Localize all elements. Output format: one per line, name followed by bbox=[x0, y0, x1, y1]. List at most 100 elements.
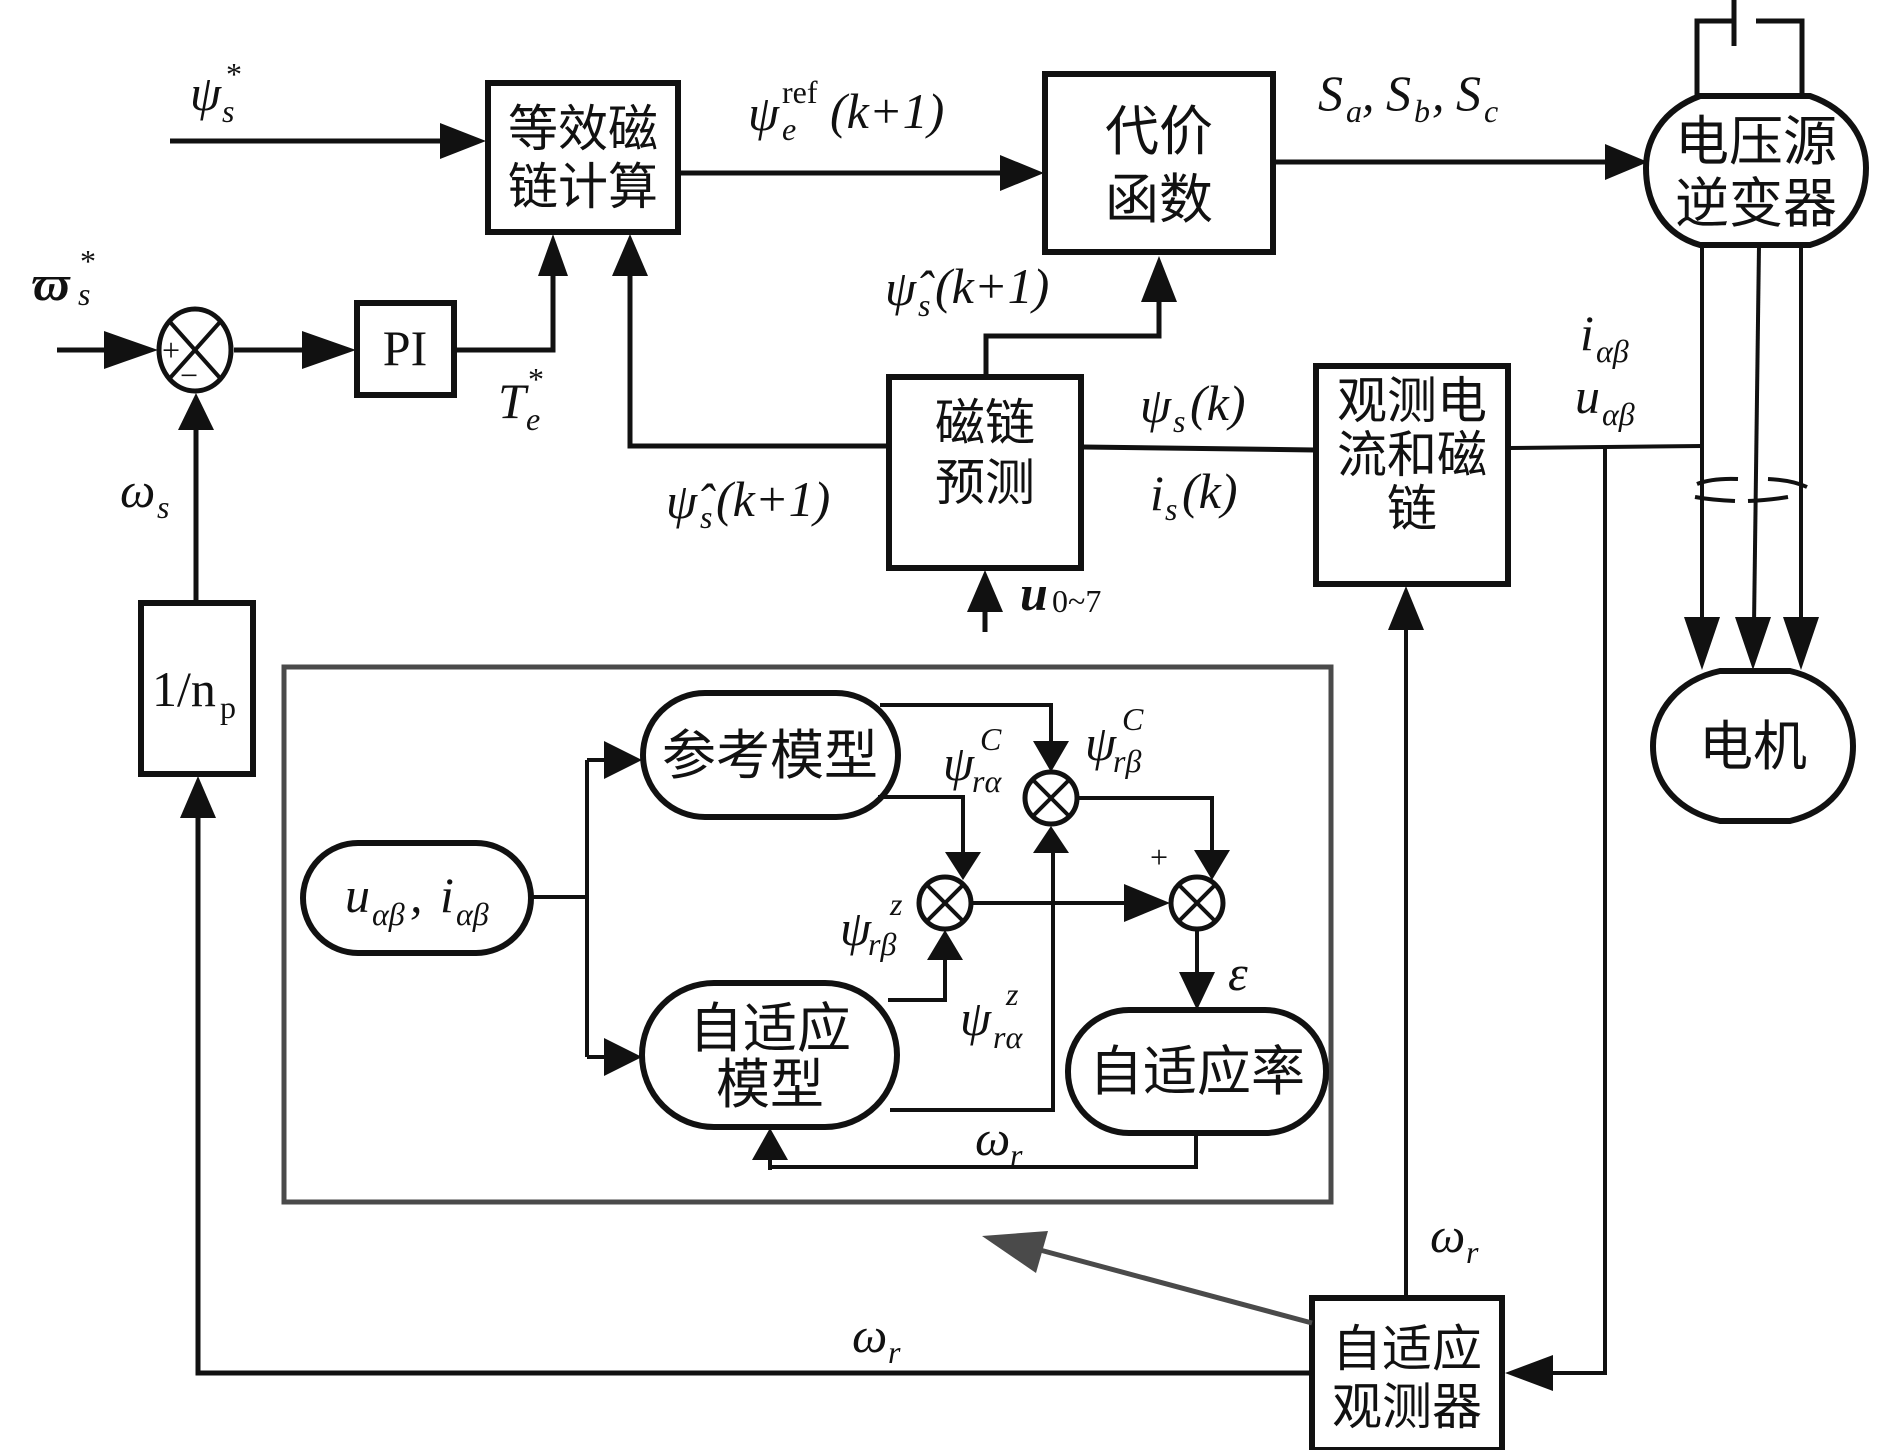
svg-text:自适应率: 自适应率 bbox=[1089, 1040, 1305, 1103]
svg-text:e: e bbox=[526, 401, 540, 437]
epsilon-signal: ε bbox=[1179, 930, 1248, 1010]
psi-ra-c-signal: ψ rα C bbox=[880, 703, 1069, 799]
svg-text:观测电: 观测电 bbox=[1337, 372, 1487, 430]
svg-text:S: S bbox=[1456, 65, 1481, 121]
arrowhead-icon bbox=[1388, 586, 1424, 630]
svg-text:s: s bbox=[700, 499, 712, 535]
pi-controller-block[interactable]: PI bbox=[354, 300, 457, 398]
svg-text:,: , bbox=[1432, 65, 1445, 121]
svg-text:0~7: 0~7 bbox=[1052, 583, 1101, 619]
arrowhead-icon bbox=[604, 741, 642, 779]
svg-text:代价: 代价 bbox=[1105, 100, 1213, 163]
svg-text:*: * bbox=[80, 243, 96, 279]
svg-text:rβ: rβ bbox=[1113, 743, 1141, 779]
svg-text:ψ: ψ bbox=[748, 85, 780, 141]
voltage-source-inverter-block[interactable]: 电压源 逆变器 bbox=[1642, 93, 1870, 248]
svg-text:c: c bbox=[1484, 93, 1498, 129]
arrowhead-icon bbox=[1033, 741, 1069, 772]
svg-text:,: , bbox=[1362, 65, 1375, 121]
te-star-signal: T e * bbox=[456, 234, 568, 437]
svg-text:a: a bbox=[1346, 93, 1362, 129]
svg-text:+: + bbox=[1150, 839, 1168, 875]
adaptive-observer-block[interactable]: 自适应 观测器 bbox=[1309, 1295, 1505, 1450]
svg-text:αβ: αβ bbox=[1602, 396, 1635, 432]
svg-text:i: i bbox=[1150, 465, 1164, 521]
m2-to-m3-signal: + bbox=[1078, 796, 1230, 880]
svg-text:函数: 函数 bbox=[1105, 168, 1213, 231]
svg-text:电机: 电机 bbox=[1699, 715, 1807, 778]
arrowhead-icon bbox=[945, 852, 981, 880]
svg-text:C: C bbox=[980, 721, 1002, 757]
svg-text:S: S bbox=[1318, 65, 1343, 121]
svg-text:ω: ω bbox=[120, 462, 155, 518]
inputs-pill[interactable]: u αβ , i αβ bbox=[300, 840, 534, 956]
equivalent-flux-calculation-block[interactable]: 等效磁 链计算 bbox=[485, 80, 681, 235]
current-flux-observation-block[interactable]: 观测电 流和磁 链 bbox=[1313, 363, 1511, 587]
svg-text:αβ: αβ bbox=[1596, 333, 1629, 369]
arrowhead-icon bbox=[752, 1128, 788, 1160]
svg-text:ε: ε bbox=[1228, 945, 1248, 1001]
svg-text:z: z bbox=[1005, 976, 1019, 1012]
arrowhead-icon bbox=[180, 776, 216, 818]
svg-text:链: 链 bbox=[1387, 480, 1437, 538]
arrowhead-icon bbox=[982, 1231, 1048, 1273]
cost-function-block[interactable]: 代价 函数 bbox=[1042, 71, 1276, 255]
arrowhead-icon bbox=[967, 570, 1003, 612]
svg-text:αβ: αβ bbox=[456, 896, 489, 932]
svg-text:*: * bbox=[528, 361, 544, 397]
svg-text:u: u bbox=[345, 867, 370, 923]
dc-link-capacitor-icon bbox=[1694, 0, 1805, 97]
svg-text:+: + bbox=[162, 332, 180, 368]
svg-text:自适应: 自适应 bbox=[689, 997, 851, 1060]
svg-text:模型: 模型 bbox=[716, 1053, 824, 1116]
svg-text:电压源: 电压源 bbox=[1675, 110, 1837, 173]
svg-text:z: z bbox=[889, 886, 903, 922]
current-sensor-icon bbox=[1694, 476, 1808, 503]
svg-text:(k+1): (k+1) bbox=[716, 471, 830, 527]
omega-s-signal: ω s bbox=[120, 393, 214, 601]
svg-text:逆变器: 逆变器 bbox=[1675, 172, 1837, 235]
arrowhead-icon bbox=[1179, 972, 1215, 1010]
svg-text:C: C bbox=[1122, 701, 1144, 737]
svg-text:*: * bbox=[226, 56, 242, 92]
arrowhead-icon bbox=[1605, 144, 1648, 180]
arrowhead-icon bbox=[104, 331, 158, 369]
svg-text:PI: PI bbox=[383, 320, 427, 376]
reference-model-block[interactable]: 参考模型 bbox=[640, 690, 901, 820]
arrowhead-icon bbox=[927, 930, 963, 960]
omega-r-inner-signal: ω r bbox=[752, 1110, 1198, 1173]
arrowhead-icon bbox=[612, 234, 648, 276]
svg-text:(k+1): (k+1) bbox=[830, 83, 944, 139]
svg-text:r: r bbox=[1466, 1234, 1479, 1270]
adaptive-model-block[interactable]: 自适应 模型 bbox=[639, 980, 900, 1130]
psi-e-ref-signal: ψ e ref (k+1) bbox=[681, 74, 1044, 191]
omega-r-to-observation-signal: ω r bbox=[1388, 586, 1479, 1298]
arrowhead-icon bbox=[1124, 884, 1170, 922]
svg-text:s: s bbox=[222, 93, 234, 129]
svg-text:rα: rα bbox=[972, 763, 1002, 799]
psi-ra-z-signal: ψ rα z bbox=[890, 826, 1069, 1112]
svg-text:ψ: ψ bbox=[960, 990, 992, 1046]
svg-text:ψ: ψ bbox=[943, 735, 975, 791]
svg-text:s: s bbox=[918, 287, 930, 323]
arrowhead-icon bbox=[1783, 617, 1819, 670]
motor-block[interactable]: 电机 bbox=[1649, 668, 1857, 824]
svg-text:rβ: rβ bbox=[868, 926, 896, 962]
flux-prediction-block[interactable]: 磁链 预测 bbox=[886, 374, 1084, 571]
multiplier-junction-1 bbox=[916, 874, 974, 932]
svg-text:1/n: 1/n bbox=[152, 661, 216, 717]
adaptive-law-block[interactable]: 自适应率 bbox=[1065, 1007, 1329, 1136]
svg-text:s: s bbox=[1165, 491, 1177, 527]
pole-pairs-gain-block[interactable]: 1/n p bbox=[138, 600, 256, 777]
detail-pointer-arrow bbox=[982, 1231, 1313, 1326]
arrowhead-icon bbox=[1141, 256, 1177, 302]
svg-text:rα: rα bbox=[993, 1019, 1023, 1055]
svg-text:链计算: 链计算 bbox=[508, 158, 658, 216]
arrowhead-icon bbox=[604, 1038, 642, 1076]
svg-text:i: i bbox=[1580, 305, 1594, 361]
svg-text:T: T bbox=[498, 373, 529, 429]
svg-text:ψ: ψ bbox=[1140, 377, 1172, 433]
omega-r-feedback-signal: ω r bbox=[180, 776, 1311, 1376]
svg-text:p: p bbox=[220, 689, 236, 725]
